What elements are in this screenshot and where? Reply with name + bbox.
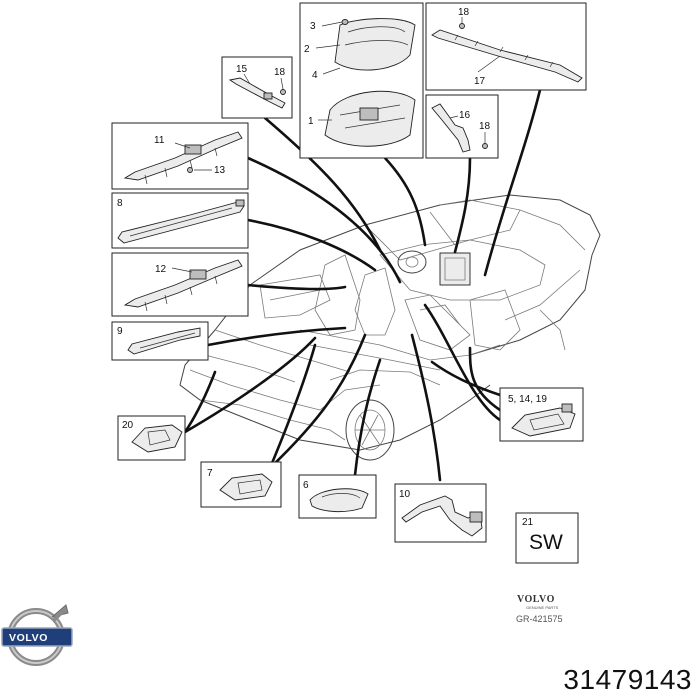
wiring-harness (123, 259, 243, 308)
rear-wheel (345, 399, 395, 461)
callout-10: 10 (399, 489, 411, 500)
box-overhead-console: 3 2 4 1 (299, 2, 424, 159)
callout-16: 16 (459, 110, 471, 121)
callout-18: 18 (479, 121, 491, 132)
box-part-10: 10 (394, 483, 487, 543)
front-seat-right (354, 267, 396, 336)
box-part-9: 9 (111, 321, 209, 361)
screw-icon (187, 167, 193, 173)
callout-8: 8 (117, 198, 123, 209)
box-part-15: 15 18 (221, 56, 293, 119)
genuine-parts-label: GENUINE PARTS (526, 605, 559, 610)
callout-1: 1 (308, 116, 314, 127)
software-label: SW (529, 531, 563, 554)
box-part-12: 12 (111, 252, 249, 317)
courtesy-light (219, 473, 273, 501)
light-strip (431, 29, 583, 83)
trim-light (228, 77, 286, 109)
sill-connector (235, 199, 245, 207)
volvo-genuine-parts-stamp: VOLVO GENUINE PARTS GR-421575 (516, 594, 563, 624)
callout-4: 4 (312, 70, 318, 81)
wiring-harness (123, 131, 243, 181)
badge-wordmark: VOLVO (9, 632, 48, 644)
trim-connector (263, 92, 273, 100)
harness-connector (189, 269, 207, 280)
callout-18: 18 (458, 7, 470, 18)
leader-lines (183, 88, 542, 482)
callout-3: 3 (310, 21, 316, 32)
cable-bracket (401, 495, 483, 537)
box-long-strip: 18 17 (425, 2, 587, 91)
lamp-housing (511, 407, 576, 437)
callout-11: 11 (154, 135, 165, 146)
screw-icon (459, 23, 465, 29)
callout-7: 7 (207, 468, 213, 479)
reference-number: GR-421575 (516, 614, 563, 624)
box-part-6: 6 (298, 474, 377, 519)
callout-21: 21 (522, 517, 534, 528)
callout-6: 6 (303, 480, 309, 491)
callout-12: 12 (155, 264, 167, 275)
screw-icon (482, 143, 488, 149)
box-part-5-14-19: 5, 14, 19 (499, 387, 584, 442)
callout-17: 17 (474, 76, 486, 87)
cable-bracket (431, 103, 471, 153)
console-module (359, 107, 379, 121)
console-cover (334, 18, 416, 71)
callout-2: 2 (304, 44, 310, 55)
screw-icon (341, 19, 349, 25)
steering-wheel (397, 250, 427, 274)
callout-13: 13 (214, 165, 226, 176)
lamp-connector (561, 403, 573, 413)
sill-plate (127, 327, 201, 355)
car-illustration (179, 194, 601, 461)
callout-5-14-19: 5, 14, 19 (508, 394, 547, 405)
callout-9: 9 (117, 326, 123, 337)
box-part-7: 7 (200, 461, 282, 508)
screw-icon (280, 89, 286, 95)
box-part-20: 20 (117, 415, 186, 461)
harness-connector (184, 144, 202, 155)
part-number: 31479143 (563, 664, 692, 695)
volvo-wordmark-small: VOLVO (517, 594, 555, 605)
front-seat-left (314, 254, 361, 336)
box-part-16: 16 18 (425, 94, 499, 159)
box-part-11: 11 13 (111, 122, 249, 190)
bracket-connector (469, 511, 483, 523)
box-part-21-software: 21 SW (515, 512, 579, 564)
callout-15: 15 (236, 64, 248, 75)
callout-20: 20 (122, 420, 134, 431)
volvo-badge-logo-icon: VOLVO (1, 604, 73, 666)
callout-18: 18 (274, 67, 286, 78)
box-part-8: 8 (111, 192, 249, 249)
lamp-housing (131, 424, 183, 453)
